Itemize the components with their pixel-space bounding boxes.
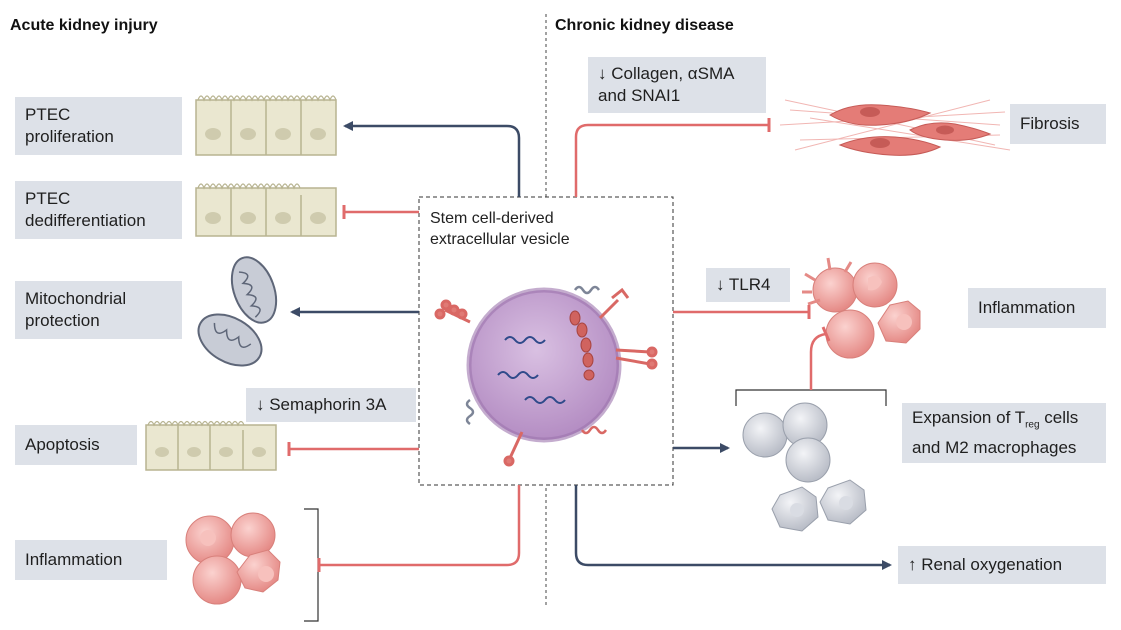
expansion-sub: reg [1025, 419, 1040, 431]
mito-line1: Mitochondrial [25, 289, 127, 308]
box-ptec-proliferation: PTEC proliferation [15, 97, 182, 155]
treg-m2-cells-icon [742, 402, 867, 532]
inhibit-from-treg [809, 332, 827, 390]
vesicle-label-line2: extracellular vesicle [430, 231, 570, 248]
box-apoptosis: Apoptosis [15, 425, 137, 465]
dedifferentiated-cells-icon [195, 183, 337, 237]
extracellular-vesicle-icon [434, 285, 658, 467]
box-ptec-dedifferentiation: PTEC dedifferentiation [15, 181, 182, 239]
collagen-line2: and SNAI1 [598, 86, 681, 105]
box-mitochondrial-protection: Mitochondrial protection [15, 281, 182, 339]
vesicle-label-line1: Stem cell-derived [430, 210, 554, 227]
header-acute-kidney-injury: Acute kidney injury [10, 17, 158, 34]
epithelial-cells-icon [195, 95, 337, 156]
ptec-proliferation-line2: proliferation [25, 127, 114, 146]
ptec-proliferation-line1: PTEC [25, 105, 71, 124]
ptec-dedifferentiation-line1: PTEC [25, 189, 71, 208]
immune-cells-icon [185, 512, 281, 605]
box-semaphorin: ↓ Semaphorin 3A [246, 388, 416, 422]
expansion-pre: Expansion of T [912, 408, 1026, 428]
inhibit-left-inflammation [320, 485, 521, 567]
bracket-left-inflammation [304, 508, 319, 622]
header-chronic-kidney-disease: Chronic kidney disease [555, 17, 734, 34]
box-tlr4: ↓ TLR4 [706, 268, 790, 302]
expansion-post: cells [1039, 408, 1079, 428]
ptec-dedifferentiation-line2: dedifferentiation [25, 211, 146, 230]
inhibit-fibrosis [574, 123, 768, 197]
box-left-inflammation: Inflammation [15, 540, 167, 580]
apoptotic-cells-icon [145, 420, 277, 471]
mitochondria-icon [197, 256, 278, 367]
fibrosis-label: Fibrosis [1020, 114, 1080, 133]
renal-oxygenation-label: ↑ Renal oxygenation [908, 555, 1063, 574]
arrow-to-ptec-proliferation [343, 121, 521, 197]
box-collagen: ↓ Collagen, αSMA and SNAI1 [588, 57, 766, 113]
expansion-line2: and M2 macrophages [912, 437, 1077, 457]
vesicle-label: Stem cell-derived extracellular vesicle [430, 208, 570, 250]
expansion-line1: Expansion of Treg cells [912, 407, 1078, 436]
fibroblast-cells-icon [779, 99, 1011, 156]
left-inflammation-label: Inflammation [25, 550, 123, 569]
mito-line2: protection [25, 311, 100, 330]
tlr4-label: ↓ TLR4 [716, 275, 771, 294]
box-renal-oxygenation: ↑ Renal oxygenation [898, 546, 1106, 584]
box-fibrosis: Fibrosis [1010, 104, 1106, 144]
apoptosis-label: Apoptosis [25, 435, 100, 454]
right-inflammation-label: Inflammation [978, 298, 1076, 317]
semaphorin-label: ↓ Semaphorin 3A [256, 395, 387, 414]
box-right-inflammation: Inflammation [968, 288, 1106, 328]
arrow-to-renal-oxygenation [574, 485, 892, 570]
box-expansion: Expansion of Treg cells and M2 macrophag… [902, 403, 1106, 463]
collagen-line1: ↓ Collagen, αSMA [598, 64, 735, 83]
immune-cells-right-icon [802, 257, 921, 359]
